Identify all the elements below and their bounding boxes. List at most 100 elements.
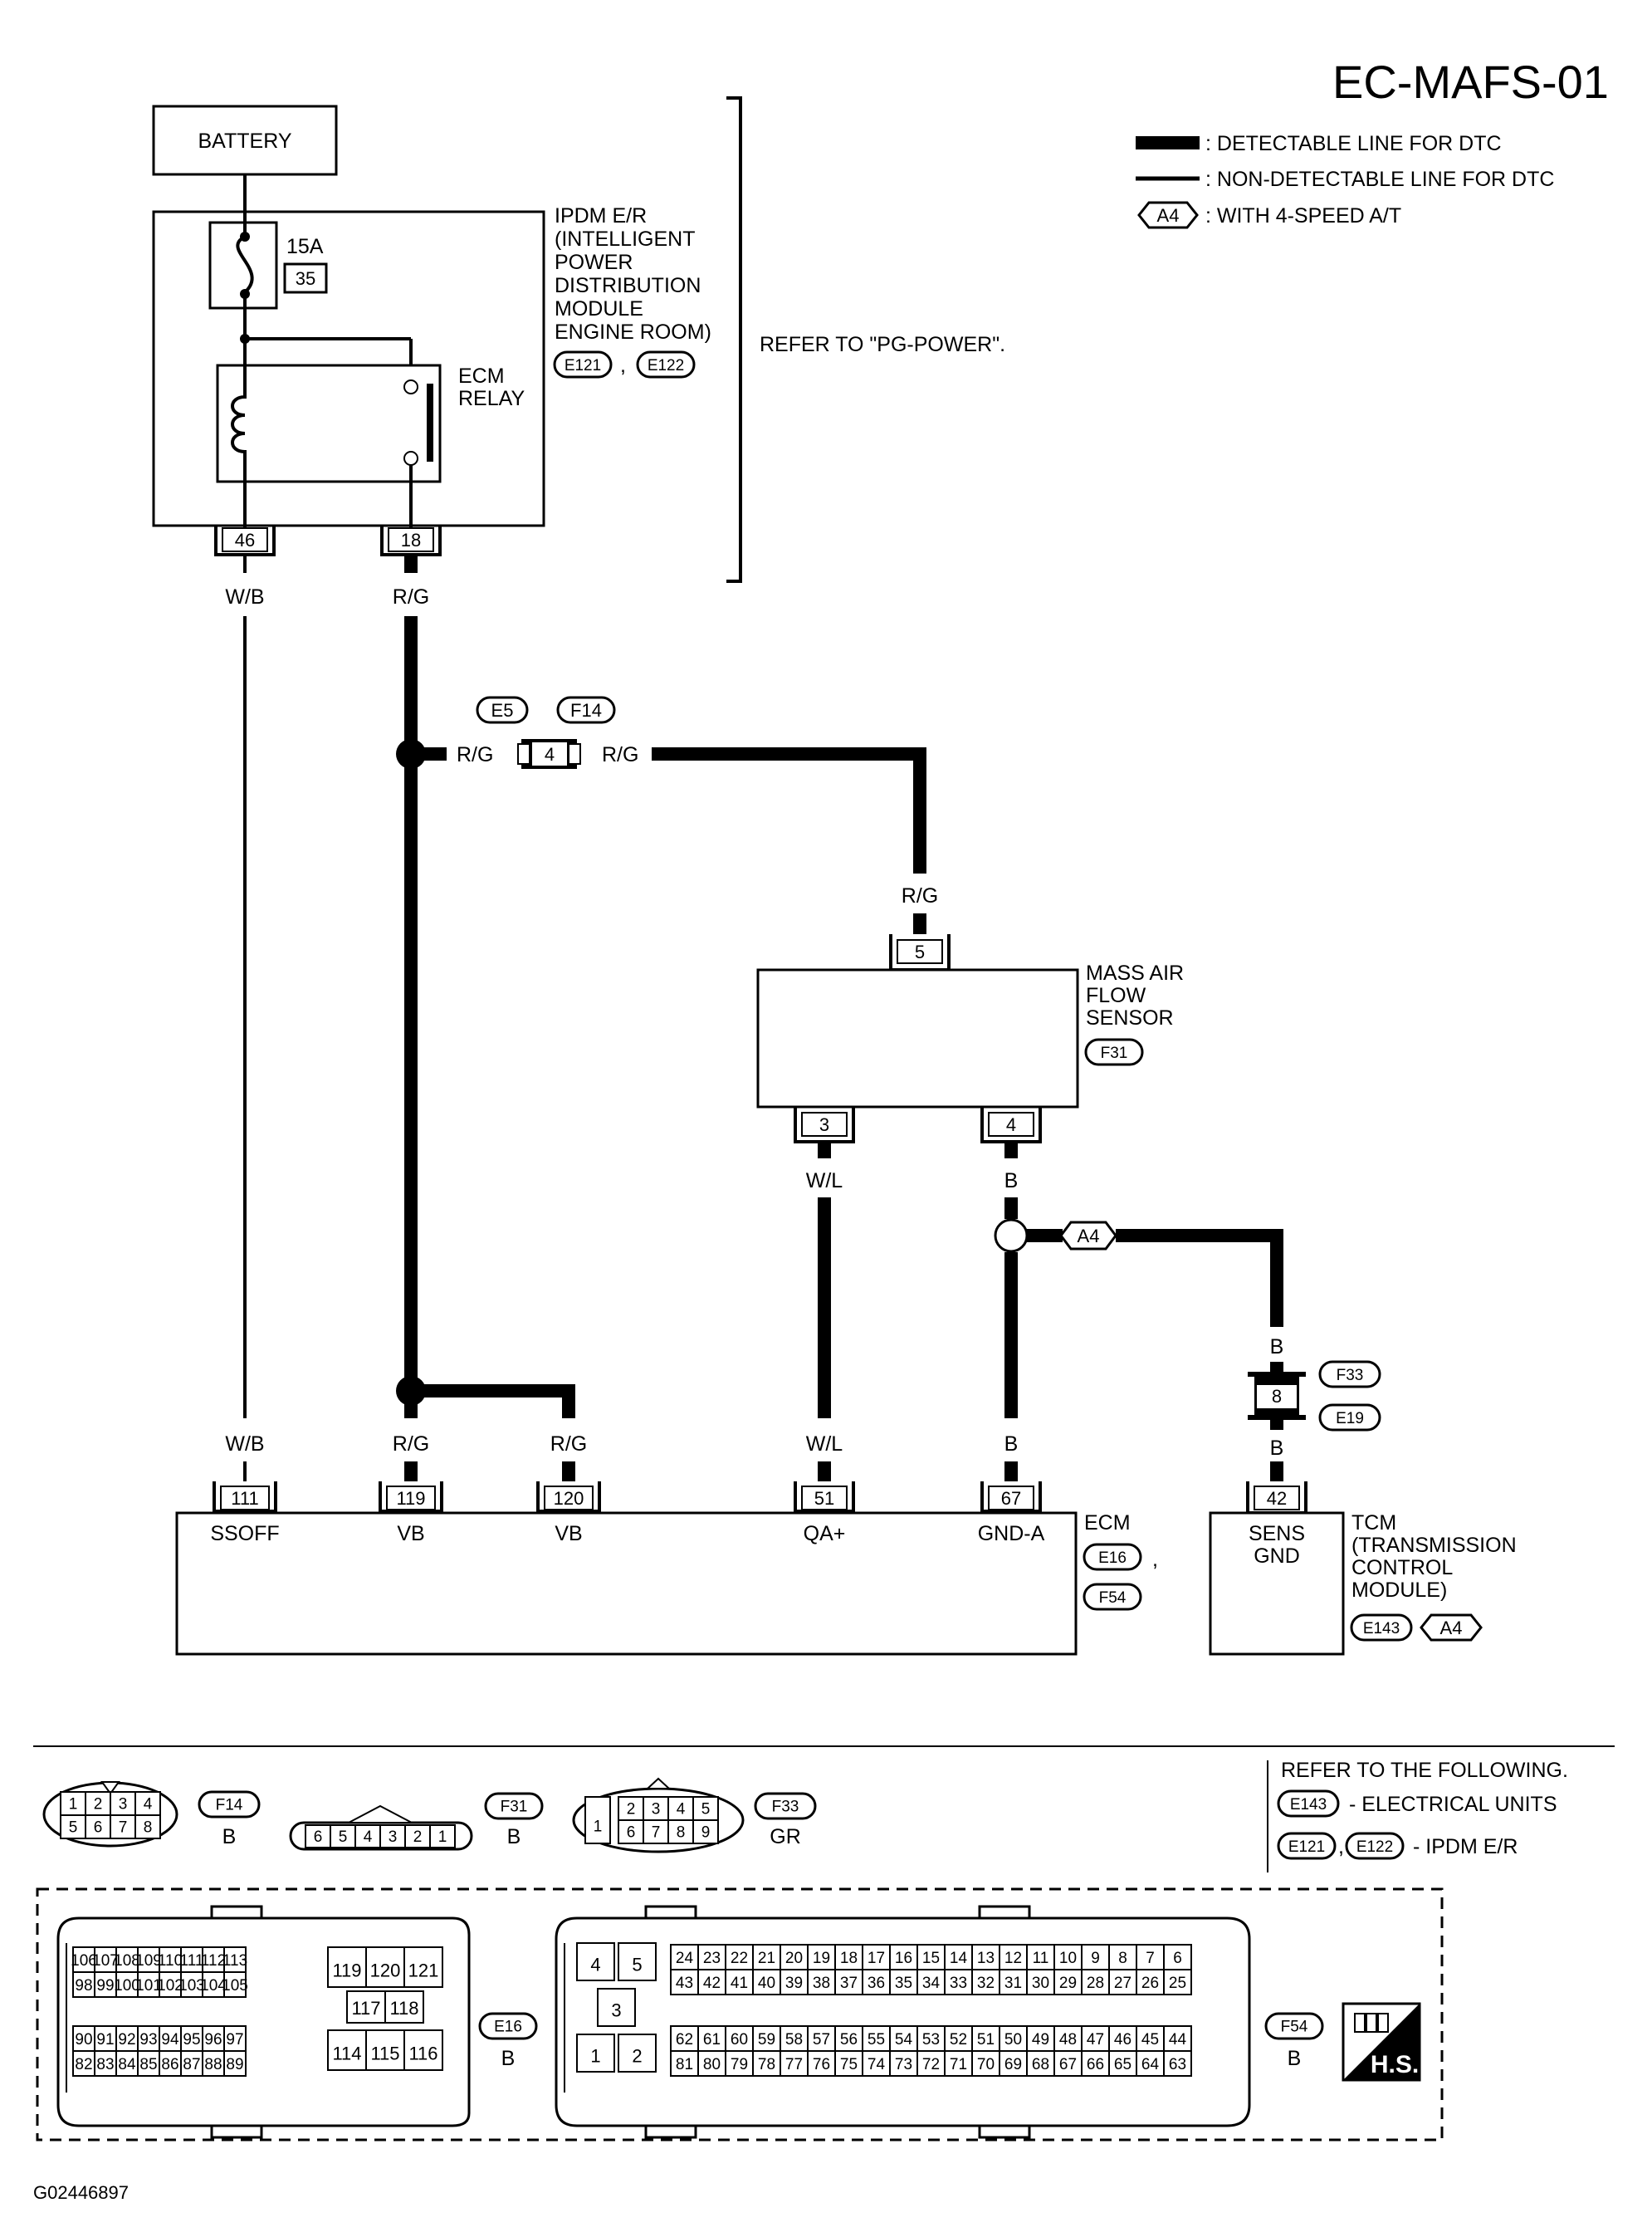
tcm-terminal-1: SENS [1249, 1522, 1305, 1545]
f14-terminal: 4 [144, 1796, 153, 1814]
f33-terminal: 6 [627, 1824, 636, 1842]
wire-b-top: B [1004, 1169, 1019, 1192]
f33-terminal: 5 [701, 1801, 711, 1818]
f54-terminal [1163, 1969, 1192, 1995]
joint-conn-e5 [476, 696, 529, 724]
f54-terminal: 64 [1141, 2056, 1160, 2073]
f54-terminal: 79 [731, 2056, 748, 2073]
wire-b-tcm-top: B [1270, 1335, 1284, 1358]
e16-terminal: 104 [200, 1977, 227, 1995]
e16-terminal: 116 [408, 2044, 437, 2064]
f54-terminal: 32 [977, 1975, 995, 1992]
ipdm-conn-e122 [636, 350, 696, 379]
f54-terminal [597, 1988, 636, 2027]
f54-terminal: 74 [868, 2056, 886, 2073]
tcm-terminal-2: GND [1254, 1544, 1300, 1568]
f14-terminal: 1 [69, 1796, 78, 1814]
f54-terminal: 21 [758, 1950, 775, 1967]
ecm-relay-label-2: RELAY [458, 387, 525, 410]
f54-terminal [1136, 2050, 1165, 2077]
f54-terminal [971, 2025, 1000, 2052]
f54-terminal: 16 [895, 1950, 912, 1967]
e16-terminal: 102 [157, 1977, 183, 1995]
e16-terminal: 86 [161, 2056, 178, 2073]
f54-terminal: 52 [950, 2031, 967, 2049]
e16-terminal: 89 [226, 2056, 243, 2073]
e16-terminal: 82 [75, 2056, 92, 2073]
svg-text:F54: F54 [1099, 1589, 1127, 1607]
f54-terminal [834, 2050, 863, 2077]
f31-terminal [305, 1824, 331, 1848]
f31-terminal: 4 [364, 1828, 373, 1846]
f54-terminal: 5 [632, 1954, 642, 1975]
svg-text:,: , [1338, 1835, 1344, 1858]
joint-pin-4: 4 [517, 739, 581, 769]
svg-text:POWER: POWER [555, 251, 633, 274]
e16-terminal: 121 [408, 1960, 439, 1981]
refer-pg-power: REFER TO "PG-POWER". [760, 333, 1005, 356]
f33-terminal: 2 [627, 1801, 636, 1818]
f31-terminal: 2 [413, 1828, 423, 1846]
f54-terminal [576, 1942, 615, 1981]
f14-conn-id [198, 1790, 261, 1818]
svg-text:E143: E143 [1290, 1796, 1327, 1814]
f31-conn-id: F31 [501, 1799, 528, 1816]
svg-text:,: , [1152, 1548, 1158, 1571]
f33-terminal: 9 [701, 1824, 711, 1842]
f54-conn-id [1264, 2012, 1324, 2040]
svg-text:TCM: TCM [1351, 1511, 1396, 1535]
f54-terminal: 56 [840, 2031, 858, 2049]
e16-terminal: 110 [158, 1952, 183, 1970]
maf-conn-f31 [1084, 1038, 1144, 1066]
footer-code: G02446897 [33, 2182, 129, 2203]
f54-terminal: 76 [813, 2056, 830, 2073]
f33-terminal: 3 [652, 1801, 661, 1818]
f33-terminal: 1 [594, 1818, 603, 1835]
ipdm-label: IPDM E/R (INTELLIGENT POWER DISTRIBUTION… [555, 204, 711, 344]
f54-terminal: 40 [758, 1975, 775, 1992]
f54-color: B [1288, 2047, 1302, 2070]
f54-terminal: 4 [590, 1954, 600, 1975]
e16-terminal [115, 1971, 139, 1998]
f33-terminal [692, 1796, 719, 1821]
f54-terminal: 49 [1032, 2031, 1049, 2049]
e16-terminal [137, 1971, 160, 1998]
relay-coil-icon [231, 365, 247, 465]
wire-wb-top: W/B [225, 585, 264, 609]
tcm-conn-e143 [1350, 1613, 1413, 1642]
e16-conn-id: E16 [494, 2019, 522, 2036]
e16-terminal: 87 [183, 2056, 200, 2073]
e16-terminal: 117 [351, 1998, 380, 2019]
maf-pin-5: 5 [889, 934, 951, 972]
ecm-label: ECM [1084, 1511, 1131, 1535]
svg-text:E122: E122 [648, 357, 684, 374]
e16-terminal [94, 1946, 117, 1973]
f54-terminal: 2 [632, 2045, 642, 2066]
svg-text:ENGINE ROOM): ENGINE ROOM) [555, 321, 711, 344]
e16-terminal [72, 2025, 95, 2052]
f54-terminal: 12 [1004, 1950, 1022, 1967]
svg-text:MASS AIR: MASS AIR [1086, 962, 1184, 985]
ipdm-pin-46: 46 [214, 526, 276, 556]
maf-sensor-box [756, 968, 1079, 1109]
f14-terminal [134, 1791, 161, 1816]
svg-text:A4: A4 [1440, 1618, 1463, 1638]
e16-terminal [223, 2025, 247, 2052]
f54-terminal: 53 [922, 2031, 940, 2049]
f54-terminal: 75 [840, 2056, 858, 2073]
f54-terminal: 20 [785, 1950, 803, 1967]
svg-text:4: 4 [545, 744, 555, 765]
f33-color: GR [770, 1825, 801, 1848]
svg-text:E16: E16 [1098, 1549, 1127, 1567]
f54-terminal: 15 [922, 1950, 940, 1967]
e16-terminal [327, 2029, 367, 2071]
f54-terminal [1163, 2050, 1192, 2077]
f54-terminal [1136, 1969, 1165, 1995]
f54-terminal: 24 [676, 1950, 694, 1967]
f54-terminal: 71 [950, 2056, 967, 2073]
e16-terminal [346, 1990, 386, 2024]
e16-conn-id [478, 2012, 538, 2040]
f54-terminal: 66 [1087, 2056, 1104, 2073]
e16-terminal: 96 [204, 2031, 222, 2049]
